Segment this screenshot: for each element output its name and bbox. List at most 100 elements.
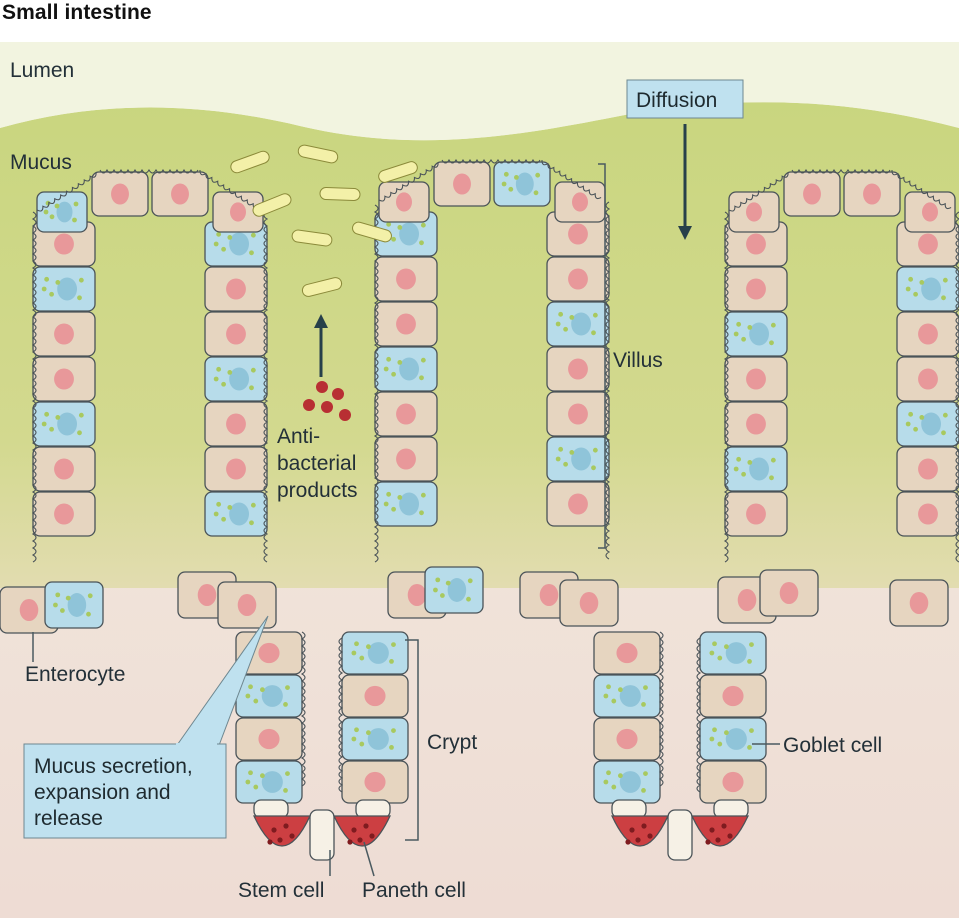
antibacterial-label-line3: products <box>277 479 358 502</box>
brush-border <box>31 211 37 563</box>
crypt-1-cell <box>235 674 303 718</box>
crypt-1-cell <box>235 760 303 804</box>
crypt-label: Crypt <box>427 731 477 754</box>
brush-border <box>696 637 702 793</box>
villus-1-cell <box>204 311 268 357</box>
villus-1-cell <box>204 266 268 312</box>
villus-3-cell <box>724 446 788 492</box>
base-cell <box>177 571 237 619</box>
base-cell <box>44 581 104 629</box>
villus-2-cell <box>546 391 610 437</box>
villus-1-tip-cell <box>91 171 149 217</box>
bacterium-icon <box>291 229 333 247</box>
villus-3-cell <box>896 311 959 357</box>
lumen-label: Lumen <box>10 59 74 82</box>
villus-2-tip-cell <box>554 181 606 223</box>
villus-3-cell <box>896 266 959 312</box>
villus-3-cell <box>896 356 959 402</box>
enterocyte-label: Enterocyte <box>25 663 125 686</box>
crypt-1-cell <box>341 717 409 761</box>
brush-border <box>441 158 541 164</box>
villus-1-cell <box>32 356 96 402</box>
villus-2-cell <box>546 346 610 392</box>
epithelium <box>0 158 959 861</box>
mucus-secretion-line1: Mucus secretion, <box>34 755 193 778</box>
villus-label: Villus <box>613 349 663 372</box>
villus-3-cell <box>724 356 788 402</box>
base-cell <box>559 579 619 627</box>
stem-cell-label: Stem cell <box>238 879 324 902</box>
brush-border <box>36 172 97 212</box>
villus-3-cell <box>724 221 788 267</box>
villus-3-cell <box>724 311 788 357</box>
paneth-cell-label: Paneth cell <box>362 879 466 902</box>
brush-border <box>728 172 789 212</box>
crypt-1-stem-cells <box>253 799 391 861</box>
crypt-2-cell <box>593 760 661 804</box>
brush-border <box>263 211 269 563</box>
base-cell <box>0 586 59 634</box>
antibacterial-label-line2: bacterial <box>277 452 356 475</box>
brush-border <box>723 211 729 563</box>
base-cell <box>759 569 819 617</box>
villus-2-cell <box>374 436 438 482</box>
villus-1-cell <box>204 401 268 447</box>
villus-2-cell <box>374 256 438 302</box>
diffusion-box <box>626 79 744 119</box>
intestine-diagram: Lumen Mucus Diffusion Villus Anti- bacte… <box>0 42 959 918</box>
mucus-label: Mucus <box>10 151 72 174</box>
villus-3-tip-cell <box>783 171 841 217</box>
brush-border <box>658 631 664 787</box>
villus-2-cell <box>374 346 438 392</box>
goblet-cell-label: Goblet cell <box>783 734 882 757</box>
villus-1-cell <box>204 356 268 402</box>
mucus-secretion-callout: Mucus secretion, expansion and release <box>23 615 269 839</box>
villus-2-cell <box>546 481 610 527</box>
crypt-1-cell <box>235 717 303 761</box>
crypt-2-stem-cells <box>611 799 749 861</box>
villus-1-cell <box>32 446 96 492</box>
bacterium-icon <box>230 150 270 174</box>
upward-arrow-icon <box>314 314 328 377</box>
brush-border <box>791 168 891 174</box>
villus-1-tip-cell <box>36 191 88 233</box>
bacterium-icon <box>378 161 418 183</box>
antibacterial-products-icon <box>303 381 351 421</box>
villus-2-cell <box>546 211 610 257</box>
villus-2-cell <box>546 436 610 482</box>
crypt-1-cell <box>341 631 409 675</box>
villus-1-cell <box>32 311 96 357</box>
villus-1-cell <box>204 446 268 492</box>
crypt-2-cell <box>593 674 661 718</box>
villus-3-tip-cell <box>904 191 956 233</box>
villus-2-cell <box>546 301 610 347</box>
brush-border <box>338 637 344 793</box>
crypt-2-cell <box>593 717 661 761</box>
bacterium-icon <box>301 277 343 297</box>
villus-bracket <box>598 163 606 549</box>
villus-3-tip-cell <box>728 191 780 233</box>
villus-2-cell <box>374 301 438 347</box>
brush-border <box>605 201 611 560</box>
mucus-secretion-line2: expansion and <box>34 781 171 804</box>
villus-2-cell <box>374 481 438 527</box>
brush-border <box>378 162 439 202</box>
crypt-2-cell <box>593 631 661 675</box>
bacteria-group <box>230 144 418 297</box>
crypt-2-paneth-cells <box>610 815 750 847</box>
villus-3-cell <box>896 401 959 447</box>
brush-border <box>955 211 959 563</box>
bacterium-icon <box>297 144 339 164</box>
villus-3-cell <box>896 491 959 537</box>
antibacterial-label-line1: Anti- <box>277 425 320 448</box>
base-cell <box>217 581 277 629</box>
figure-title: Small intestine <box>2 1 152 24</box>
villus-3-cell <box>724 266 788 312</box>
paneth-cell-pointer <box>363 841 375 877</box>
villus-3-cell <box>896 446 959 492</box>
villus-2-tip-cell <box>433 161 491 207</box>
villus-2-cell <box>546 256 610 302</box>
villus-1-tip-cell <box>151 171 209 217</box>
villus-2-tip-cell <box>378 181 430 223</box>
mucus-secretion-line3: release <box>34 807 103 830</box>
